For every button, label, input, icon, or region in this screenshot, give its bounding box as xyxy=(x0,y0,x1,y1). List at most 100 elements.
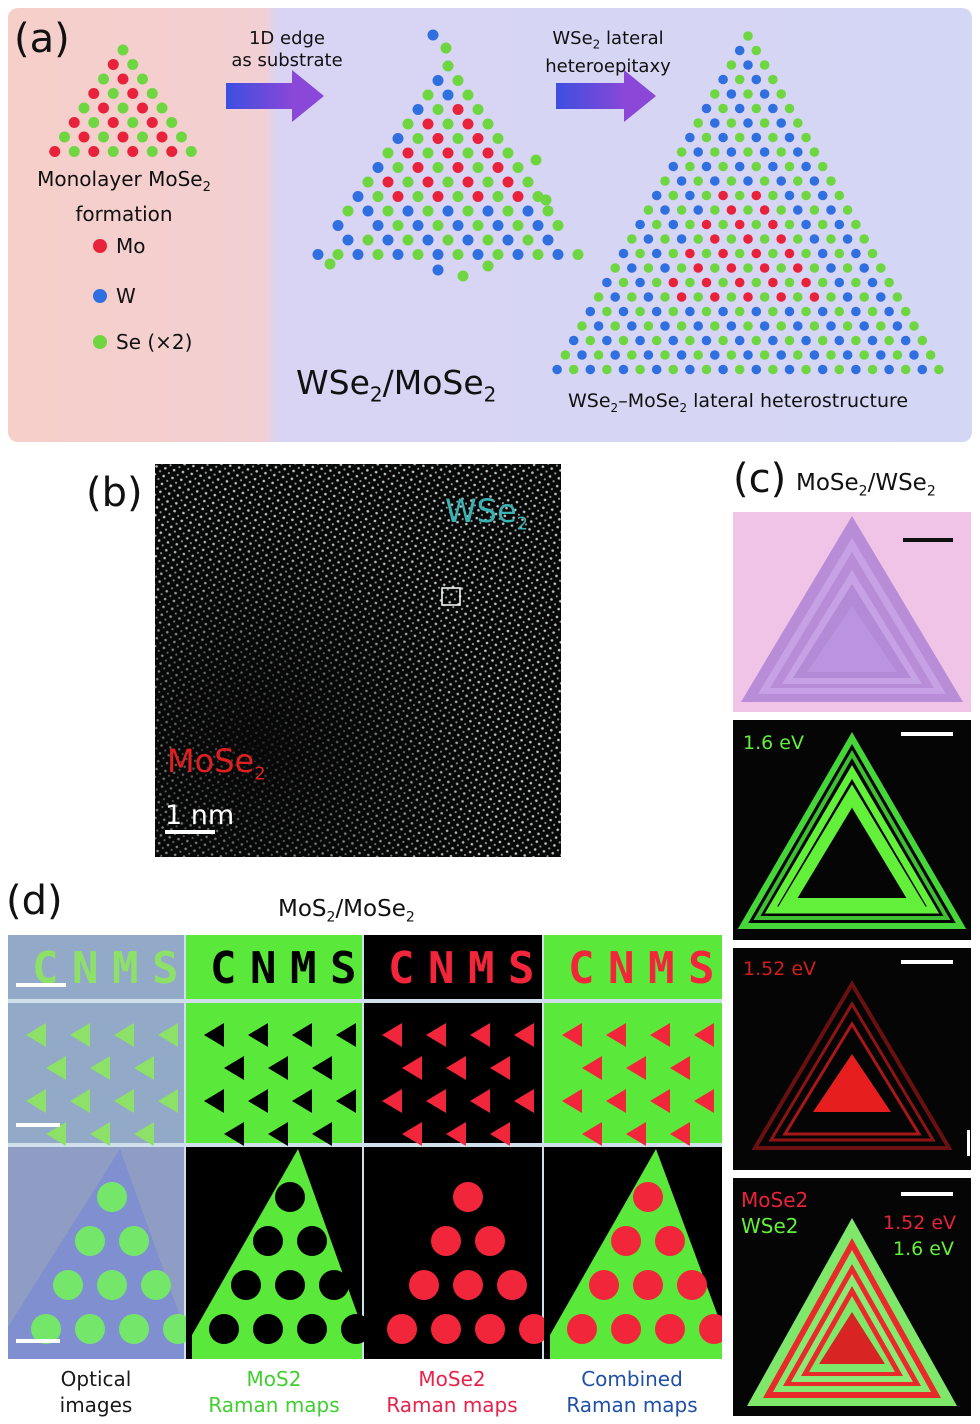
svg-text:C: C xyxy=(388,943,415,994)
caption-mose2-raman: MoSe2 Raman maps xyxy=(364,1366,540,1418)
legend-se-dot xyxy=(93,335,107,349)
svg-text:N: N xyxy=(72,943,99,994)
panel-c-title-a: MoSe xyxy=(796,470,859,496)
svg-text:S: S xyxy=(330,943,357,994)
legend-se-label: Se (×2) xyxy=(116,330,193,354)
selection-box xyxy=(441,587,461,606)
lattice-lateral-heterostructure xyxy=(552,31,944,375)
caption-mose2-line1: MoSe2 xyxy=(418,1367,486,1391)
monolayer-caption-sub: 2 xyxy=(202,180,211,195)
optical-triangle xyxy=(741,516,963,702)
scale-bar-c1 xyxy=(903,538,953,542)
scale-bar-b xyxy=(165,830,215,834)
heterostructure-caption-sub1: 2 xyxy=(610,400,619,415)
center-title: WSe2/MoSe2 xyxy=(296,363,496,407)
svg-text:N: N xyxy=(250,943,277,994)
arrow-heteroepitaxy xyxy=(556,70,656,122)
center-title-sub2: 2 xyxy=(483,382,497,407)
center-title-sub1: 2 xyxy=(369,382,383,407)
caption-mos2-line2: Raman maps xyxy=(208,1393,340,1417)
center-title-a: WSe xyxy=(296,363,370,402)
caption-mos2-raman: MoS2 Raman maps xyxy=(186,1366,362,1418)
scale-bar-c4 xyxy=(901,1192,953,1196)
legend-w-dot xyxy=(93,289,107,303)
arrow-1d-edge xyxy=(226,70,324,122)
stem-scale-text: 1 nm xyxy=(165,800,235,831)
stem-wse2-sub: 2 xyxy=(516,513,529,535)
panel-c-title: MoSe2/WSe2 xyxy=(796,470,936,500)
caption-optical-line1: Optical xyxy=(60,1367,132,1391)
arrow2-caption-line1b: lateral xyxy=(600,28,664,49)
legend-mo-label: Mo xyxy=(116,234,146,258)
arrow2-caption-sub: 2 xyxy=(592,37,601,52)
panel-c-title-sub1: 2 xyxy=(858,483,868,500)
stem-mose2-text: MoSe xyxy=(167,742,255,780)
scale-bar-d2 xyxy=(16,1123,60,1127)
panel-d-title-a: MoS xyxy=(278,896,327,922)
heterostructure-caption-b: –MoSe xyxy=(618,390,680,412)
lattice-wse2-mose2-growth xyxy=(312,29,584,282)
heterostructure-caption-a: WSe xyxy=(568,390,611,412)
overlay-mose2-label: MoSe2 xyxy=(741,1188,809,1212)
legend-w-label: W xyxy=(116,284,136,308)
scale-bar-c3 xyxy=(901,960,953,964)
panel-d-title-sub1: 2 xyxy=(326,909,336,926)
stem-wse2-text: WSe xyxy=(445,492,517,530)
panel-a-background xyxy=(8,8,972,442)
overlay-red-ev-label: 1.52 eV xyxy=(883,1212,957,1234)
stem-mose2-sub: 2 xyxy=(254,763,266,785)
raman-cell-1-1 xyxy=(186,1003,362,1146)
overlay-wse2-label: WSe2 xyxy=(741,1214,799,1238)
pl-green-label: 1.6 eV xyxy=(743,732,804,754)
optical-triangle-image xyxy=(733,512,971,712)
monolayer-caption-text: Monolayer MoSe xyxy=(37,167,203,191)
caption-optical-line2: images xyxy=(59,1393,133,1417)
svg-text:M: M xyxy=(290,943,317,994)
caption-combined-line1: Combined xyxy=(581,1367,683,1391)
center-title-b: /MoSe xyxy=(382,363,484,402)
scale-bar-d3 xyxy=(16,1339,60,1343)
arrow1-caption: 1D edge as substrate xyxy=(222,28,352,72)
raman-cell-2-1 xyxy=(364,1003,542,1146)
raman-cell-0-1 xyxy=(8,1003,184,1146)
stem-wse2-label: WSe2 xyxy=(445,492,528,534)
scale-bar-c2 xyxy=(901,732,953,736)
svg-text:M: M xyxy=(648,943,675,994)
panel-d-title-b: /MoSe xyxy=(335,896,406,922)
raman-cell-2-2 xyxy=(364,1147,549,1359)
raman-cell-0-2 xyxy=(8,1147,193,1359)
panel-a: (a) Monolayer MoSe2 formation Mo W Se (×… xyxy=(8,8,972,442)
svg-text:S: S xyxy=(508,943,535,994)
heterostructure-caption: WSe2–MoSe2 lateral heterostructure xyxy=(568,390,908,415)
panel-a-label: (a) xyxy=(14,16,70,62)
raman-cell-3-2 xyxy=(544,1147,722,1359)
monolayer-caption-line2: formation xyxy=(75,202,173,226)
panel-d-title-sub2: 2 xyxy=(405,909,415,926)
svg-text:S: S xyxy=(152,943,179,994)
pl-red-image: 1.52 eV xyxy=(733,948,971,1170)
arrow2-caption-line1a: WSe xyxy=(552,28,593,49)
panel-b-label: (b) xyxy=(86,470,143,516)
panel-d-label: (d) xyxy=(6,878,63,924)
svg-text:N: N xyxy=(608,943,635,994)
caption-combined-line2: Raman maps xyxy=(566,1393,698,1417)
caption-optical: Optical images xyxy=(8,1366,184,1418)
panel-d-title: MoS2/MoSe2 xyxy=(278,896,415,926)
pl-overlay-image: MoSe2 WSe2 1.52 eV 1.6 eV xyxy=(733,1178,971,1416)
raman-cell-1-2 xyxy=(186,1147,371,1359)
heterostructure-caption-c: lateral heterostructure xyxy=(687,390,909,412)
panel-c-title-b: /WSe xyxy=(867,470,927,496)
pl-green-image: 1.6 eV xyxy=(733,720,971,940)
svg-text:M: M xyxy=(112,943,139,994)
pl-red-triangles xyxy=(751,960,970,1156)
stem-image: WSe2 MoSe2 1 nm xyxy=(155,464,561,857)
panel-c-title-sub2: 2 xyxy=(926,483,936,500)
svg-text:M: M xyxy=(468,943,495,994)
legend-mo-dot xyxy=(93,239,107,253)
svg-text:S: S xyxy=(688,943,715,994)
